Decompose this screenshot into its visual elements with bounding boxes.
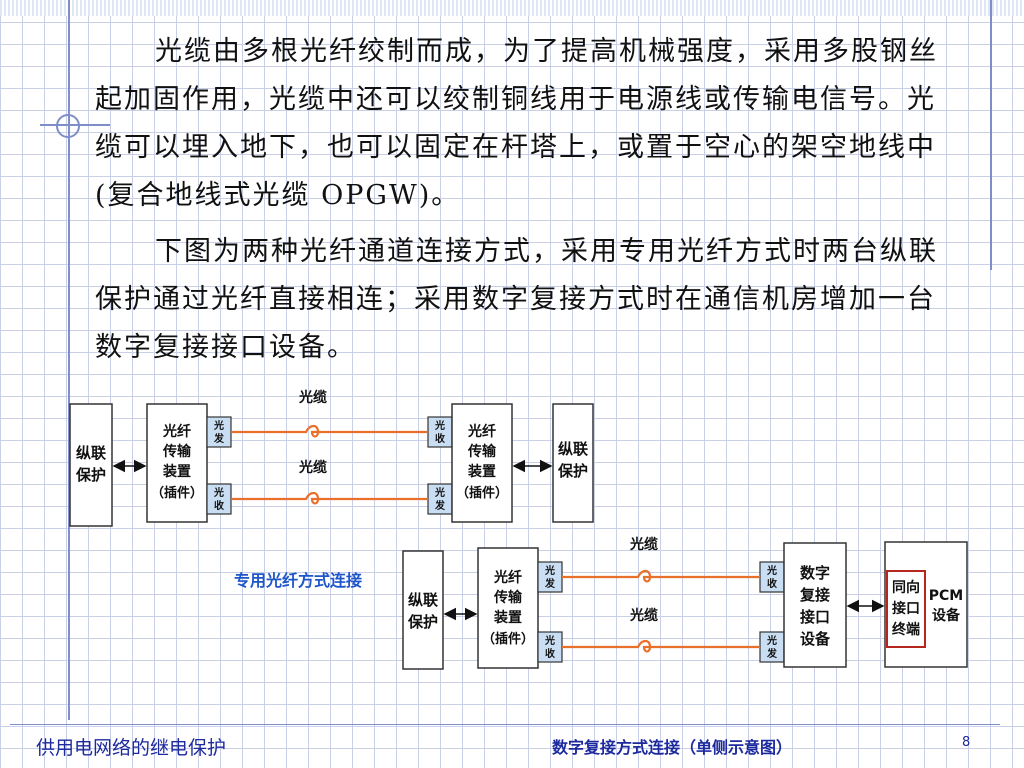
trans-right-line3: 装置 xyxy=(467,463,496,480)
mux-line1: 数字 xyxy=(800,564,830,582)
rx-bottom-left-line1: 光 xyxy=(213,486,224,499)
trans-left-line4: （插件） xyxy=(151,485,203,501)
rx-bottom-left-line2: 收 xyxy=(214,499,224,512)
decorative-right-line xyxy=(990,0,992,270)
rx-box-bottom xyxy=(537,631,563,663)
fiber-cable-bottom xyxy=(231,491,428,505)
page-number: 8 xyxy=(962,735,971,750)
trans-line4: （插件） xyxy=(482,631,534,647)
caption-dedicated-fiber: 专用光纤方式连接 xyxy=(234,571,362,590)
rx-bottom-line2: 收 xyxy=(545,647,555,660)
trans-line1: 光纤 xyxy=(493,569,522,586)
rx-top-right-line1: 光 xyxy=(766,564,777,577)
trans-right-line2: 传输 xyxy=(467,443,497,460)
tx-box-top xyxy=(537,561,563,593)
mux-line3: 接口 xyxy=(800,608,830,626)
caption-digital-multiplex: 数字复接方式连接（单侧示意图） xyxy=(552,738,792,757)
decorative-vertical-line xyxy=(68,0,70,720)
paragraph-fiber-cable: 光缆由多根光纤绞制而成，为了提高机械强度，采用多股钢丝起加固作用，光缆中还可以绞… xyxy=(95,28,955,220)
protection-box-left xyxy=(69,403,113,527)
pcm-line1: PCM xyxy=(929,588,963,604)
paragraph-1-text: 光缆由多根光纤绞制而成，为了提高机械强度，采用多股钢丝起加固作用，光缆中还可以绞… xyxy=(95,36,938,211)
rx-box-top-right xyxy=(759,561,785,593)
trans-left-line2: 传输 xyxy=(162,443,192,460)
protection-line2: 保护 xyxy=(407,613,438,631)
footer-course-title: 供用电网络的继电保护 xyxy=(36,737,227,759)
protection-right-line2: 保护 xyxy=(557,462,588,480)
mux-cable-top xyxy=(562,569,760,583)
paragraph-2-text: 下图为两种光纤通道连接方式，采用专用光纤方式时两台纵联保护通过光纤直接相连；采用… xyxy=(95,236,938,363)
transmission-box-left xyxy=(146,403,208,523)
trans-right-line1: 光纤 xyxy=(467,423,496,440)
paragraph-connection-modes: 下图为两种光纤通道连接方式，采用专用光纤方式时两台纵联保护通过光纤直接相连；采用… xyxy=(95,228,955,372)
transmission-box-right xyxy=(451,403,513,523)
tx-bottom-right-line1: 光 xyxy=(766,634,777,647)
sync-line3: 终端 xyxy=(892,621,920,638)
mux-line4: 设备 xyxy=(800,630,831,648)
tx-top-line1: 光 xyxy=(544,564,555,577)
cable-label-bottom: 光缆 xyxy=(298,459,327,476)
mux-line2: 复接 xyxy=(799,586,830,604)
sync-line2: 接口 xyxy=(892,600,920,617)
trans-line2: 传输 xyxy=(493,589,523,606)
mux-cable-label-top: 光缆 xyxy=(629,536,658,553)
rx-box-bottom-left xyxy=(206,483,232,515)
protection-box-right xyxy=(552,403,594,523)
protection-left-line1: 纵联 xyxy=(76,444,107,462)
tx-bottom-right-line2: 发 xyxy=(766,647,778,660)
trans-right-line4: （插件） xyxy=(456,485,508,501)
tx-top-left-line1: 光 xyxy=(213,419,224,432)
tx-box-bottom-right xyxy=(427,483,453,515)
rx-top-right-line2: 收 xyxy=(435,432,445,445)
tx-bottom-right-line1: 光 xyxy=(434,486,445,499)
pcm-line2: 设备 xyxy=(932,607,961,624)
transmission-box xyxy=(477,547,539,669)
protection-left-line2: 保护 xyxy=(75,466,106,484)
protection-right-line1: 纵联 xyxy=(558,440,589,458)
rx-top-right-line2: 收 xyxy=(767,577,777,590)
sync-interface-box xyxy=(886,570,926,648)
protection-line1: 纵联 xyxy=(408,591,439,609)
tx-top-line2: 发 xyxy=(544,577,556,590)
footer-divider xyxy=(10,724,1000,725)
trans-line3: 装置 xyxy=(493,609,522,626)
header-band xyxy=(0,0,1024,16)
mux-cable-label-bottom: 光缆 xyxy=(629,607,658,624)
decorative-circle-icon xyxy=(56,114,80,138)
mux-interface-box xyxy=(783,542,847,668)
trans-left-line3: 装置 xyxy=(162,463,191,480)
tx-top-left-line2: 发 xyxy=(213,432,225,445)
diagram-digital-multiplex: 纵联 保护 光纤 传输 装置 （插件） 光 发 光 收 光 收 光 发 数字 复… xyxy=(402,536,968,757)
mux-cable-bottom xyxy=(562,639,760,653)
cable-label-top: 光缆 xyxy=(298,389,327,406)
tx-bottom-right-line2: 发 xyxy=(434,499,446,512)
rx-top-right-line1: 光 xyxy=(434,419,445,432)
protection-box xyxy=(402,550,444,670)
rx-bottom-line1: 光 xyxy=(544,634,555,647)
fiber-cable-top xyxy=(231,424,428,438)
trans-left-line1: 光纤 xyxy=(162,423,191,440)
diagram-dedicated-fiber: 纵联 保护 光纤 传输 装置 （插件） 光 发 光 收 光 收 光 发 光纤 传… xyxy=(69,389,594,590)
sync-line1: 同向 xyxy=(892,579,920,596)
